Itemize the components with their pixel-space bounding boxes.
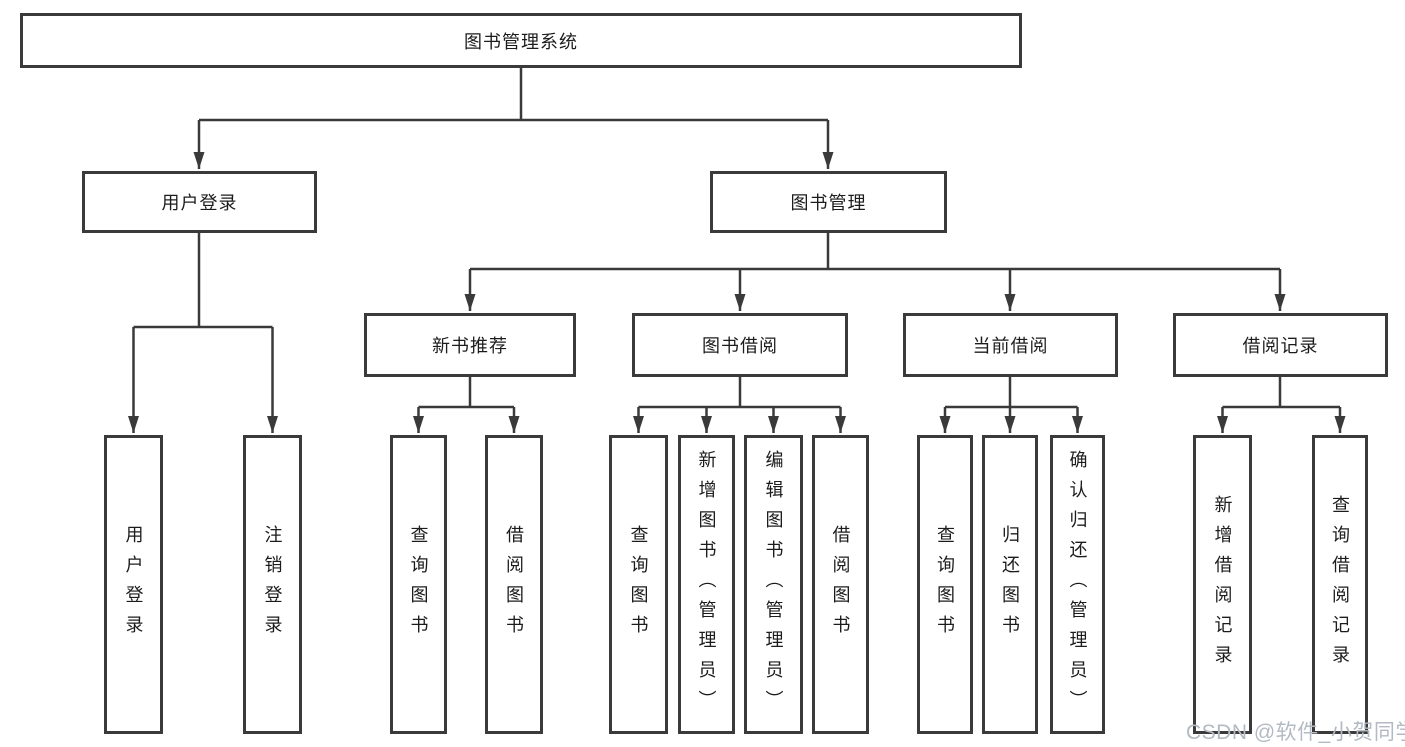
connector-records-stem — [1222, 377, 1340, 409]
leaf-borrow-books-recommend: 借阅图书 — [485, 435, 543, 734]
node-label: 借阅记录 — [1242, 336, 1319, 356]
node-borrow-records: 借阅记录 — [1173, 313, 1388, 377]
node-new-book-recommend: 新书推荐 — [364, 313, 576, 377]
connector-book-mgmt-stem — [470, 233, 1280, 271]
node-label: 图书管理系统 — [464, 31, 578, 52]
leaf-borrow-books: 借阅图书 — [812, 435, 869, 734]
node-label: 编辑图书（管理员） — [763, 449, 784, 720]
connector-user-login-stem — [133, 233, 273, 329]
connector-current-stem — [945, 377, 1078, 409]
leaf-user-login: 用户登录 — [104, 435, 163, 734]
watermark: CSDN @软件_小贺同学 — [1186, 721, 1405, 744]
node-label: 查询图书 — [628, 524, 649, 645]
leaf-edit-book-admin: 编辑图书（管理员） — [744, 435, 803, 734]
node-label: 查询图书 — [935, 524, 955, 645]
leaf-logout: 注销登录 — [243, 435, 302, 734]
leaf-query-books-borrow: 查询图书 — [609, 435, 668, 734]
connector-root-stem — [199, 67, 828, 122]
node-label: 归还图书 — [1000, 524, 1020, 645]
node-label: 借阅图书 — [504, 524, 524, 645]
leaf-query-books-current: 查询图书 — [917, 435, 973, 734]
node-user-login: 用户登录 — [82, 171, 317, 233]
node-root-system: 图书管理系统 — [20, 13, 1022, 68]
node-label: 当前借阅 — [972, 336, 1049, 356]
leaf-add-borrow-record: 新增借阅记录 — [1193, 435, 1252, 734]
connector-borrow-stem — [638, 377, 841, 409]
connector-recommend-stem — [418, 377, 514, 409]
node-label: 新增借阅记录 — [1212, 494, 1233, 675]
node-label: 图书借阅 — [702, 336, 778, 356]
node-label: 用户登录 — [123, 524, 144, 645]
node-label: 用户登录 — [161, 193, 238, 213]
node-current-borrow: 当前借阅 — [903, 313, 1118, 377]
node-label: 确认归还（管理员） — [1067, 449, 1088, 720]
leaf-return-book: 归还图书 — [982, 435, 1038, 734]
leaf-add-book-admin: 新增图书（管理员） — [678, 435, 735, 734]
node-book-management: 图书管理 — [710, 171, 947, 233]
node-label: 查询图书 — [408, 524, 429, 645]
leaf-query-borrow-record: 查询借阅记录 — [1312, 435, 1368, 734]
leaf-query-books-recommend: 查询图书 — [390, 435, 447, 734]
node-label: 新增图书（管理员） — [696, 449, 717, 720]
node-label: 注销登录 — [262, 524, 283, 645]
node-label: 查询借阅记录 — [1330, 494, 1350, 675]
node-label: 新书推荐 — [432, 336, 508, 356]
node-label: 图书管理 — [790, 193, 867, 213]
node-label: 借阅图书 — [830, 524, 851, 645]
node-book-borrow: 图书借阅 — [632, 313, 848, 377]
leaf-confirm-return-admin: 确认归还（管理员） — [1050, 435, 1105, 734]
